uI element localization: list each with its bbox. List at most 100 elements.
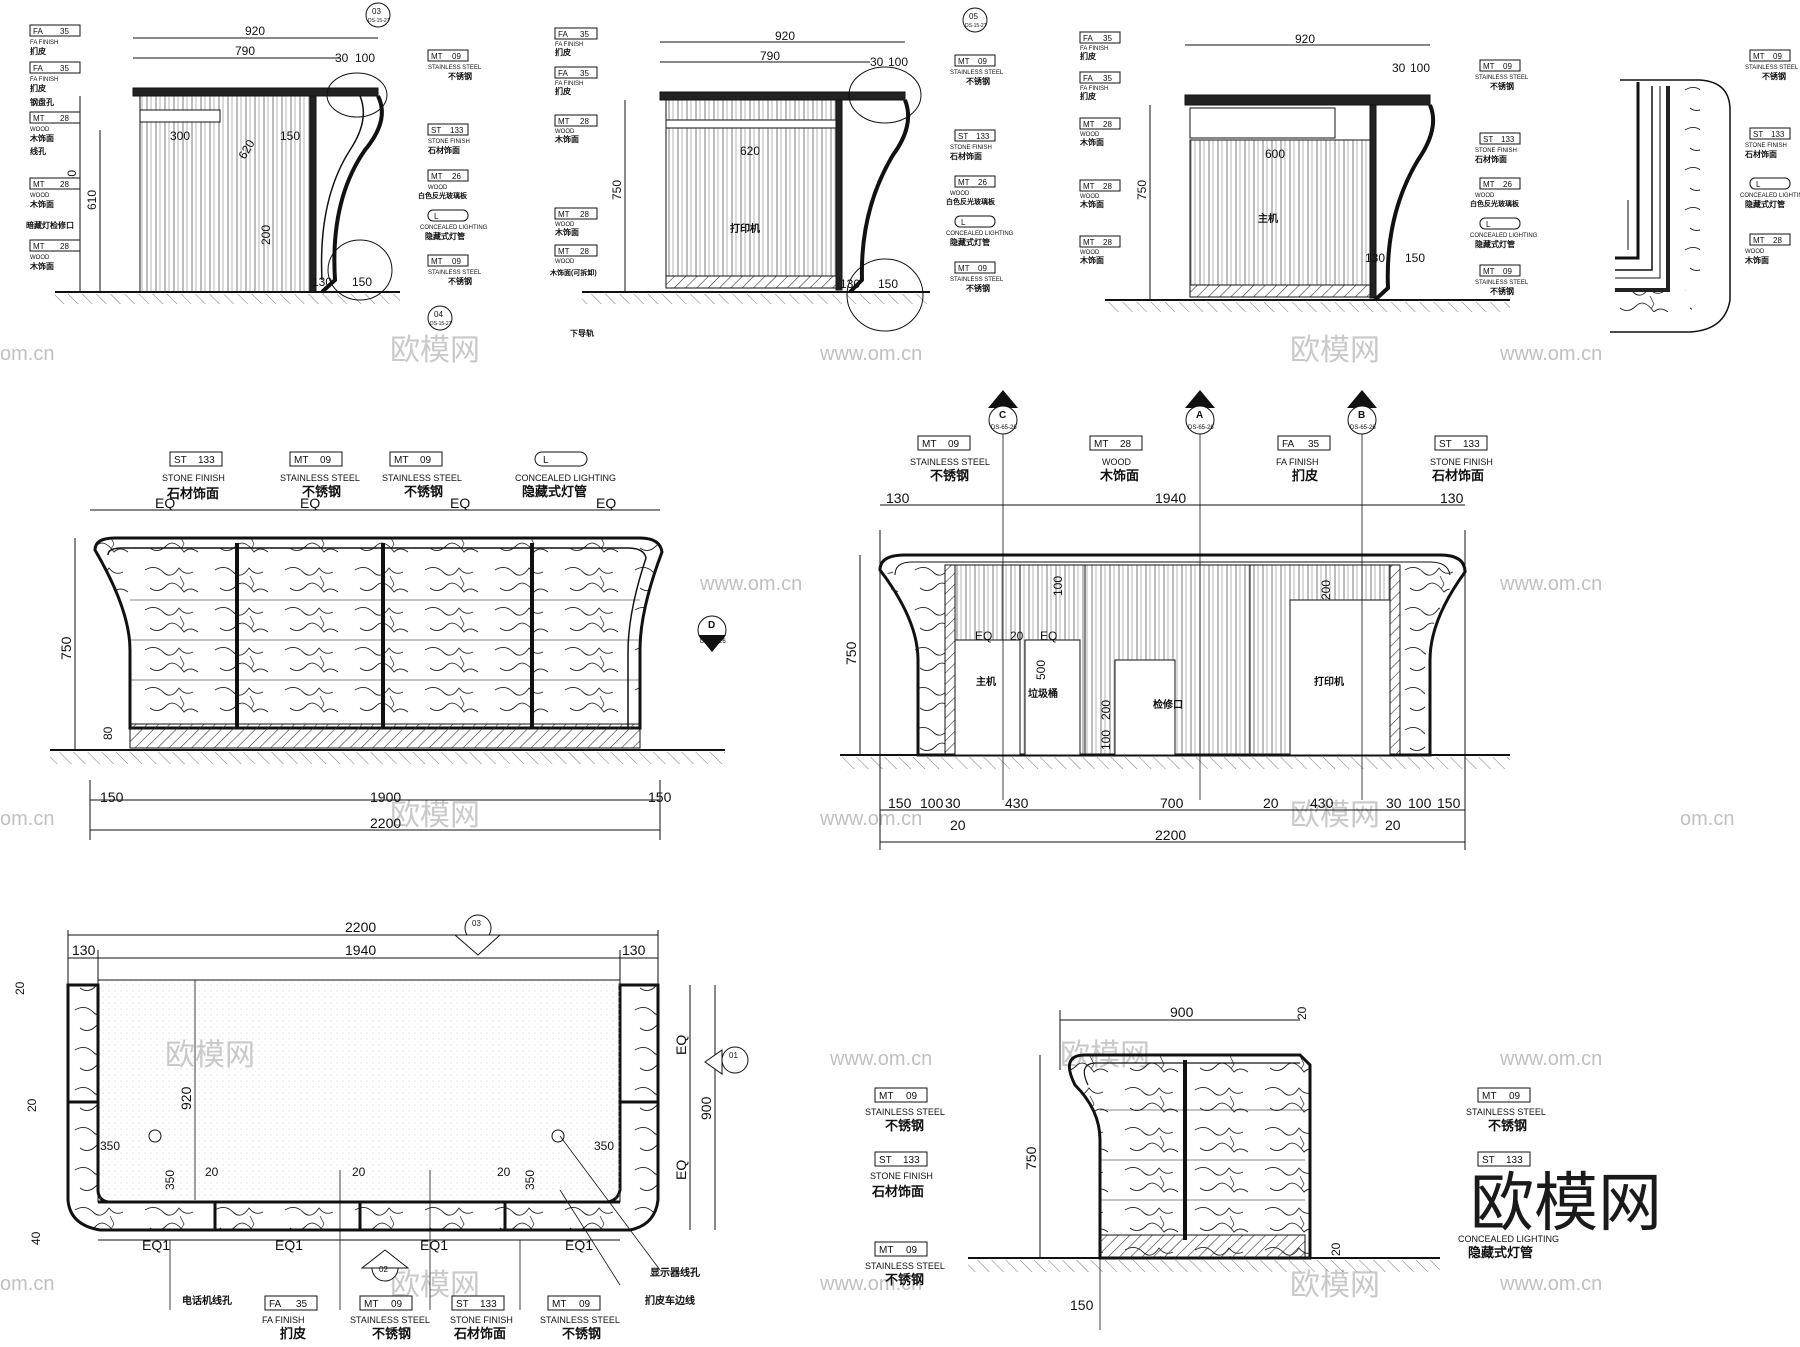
dim-value: 920 bbox=[178, 1086, 194, 1110]
dim-value: 100 bbox=[1408, 795, 1432, 811]
svg-text:CONCEALED LIGHTING: CONCEALED LIGHTING bbox=[1458, 1234, 1559, 1244]
cable-hole bbox=[551, 1129, 565, 1143]
svg-text:石材饰面: 石材饰面 bbox=[1474, 154, 1507, 164]
material-tag: L CONCEALED LIGHTING 隐藏式灯管 bbox=[946, 215, 1014, 247]
base bbox=[665, 275, 837, 289]
material-tag: MT 09 STAINLESS STEEL 不锈钢 bbox=[427, 49, 482, 81]
watermark-site: om.cn bbox=[0, 1273, 54, 1295]
svg-text:DS-65-26: DS-65-26 bbox=[991, 425, 1017, 431]
svg-text:26: 26 bbox=[978, 178, 987, 187]
callout-num: 05 bbox=[969, 12, 978, 21]
material-tag: MT 28 WOOD 木饰面 bbox=[29, 177, 81, 209]
curved-front bbox=[848, 99, 910, 294]
svg-text:不锈钢: 不锈钢 bbox=[302, 484, 341, 499]
svg-text:09: 09 bbox=[978, 57, 987, 66]
material-tag-lighting: L CONCEALED LIGHTING 隐藏式灯管 bbox=[515, 451, 616, 499]
dim-value: 150 bbox=[1070, 1297, 1094, 1313]
svg-text:扪皮: 扪皮 bbox=[555, 86, 571, 96]
dim-value: 20 bbox=[205, 1165, 219, 1179]
svg-text:FA FINISH: FA FINISH bbox=[1080, 86, 1108, 92]
svg-text:MT: MT bbox=[1094, 439, 1108, 450]
corner-detail bbox=[1610, 79, 1731, 333]
svg-text:MT: MT bbox=[1083, 238, 1095, 247]
svg-text:35: 35 bbox=[1308, 439, 1320, 450]
section-marker: 02 bbox=[360, 1249, 410, 1282]
material-tag-leather: FA 35 FA FINISH 扪皮 bbox=[1276, 435, 1331, 483]
svg-text:木饰面: 木饰面 bbox=[554, 134, 579, 144]
svg-text:28: 28 bbox=[60, 180, 69, 189]
svg-text:28: 28 bbox=[1120, 439, 1132, 450]
svg-text:WOOD: WOOD bbox=[1080, 194, 1100, 200]
svg-text:FA FINISH: FA FINISH bbox=[30, 77, 58, 83]
svg-text:133: 133 bbox=[1771, 130, 1785, 139]
dim-value: 790 bbox=[760, 49, 780, 63]
dim-value: 750 bbox=[843, 641, 859, 665]
svg-text:STONE FINISH: STONE FINISH bbox=[870, 1171, 933, 1181]
svg-text:28: 28 bbox=[60, 242, 69, 251]
svg-text:木饰面(可拆卸): 木饰面(可拆卸) bbox=[549, 268, 597, 277]
svg-text:白色反光玻璃板: 白色反光玻璃板 bbox=[946, 197, 996, 206]
svg-text:FA: FA bbox=[1083, 74, 1093, 83]
dim-value: 350 bbox=[523, 1170, 537, 1190]
svg-text:28: 28 bbox=[60, 114, 69, 123]
material-tag: ST 133 STONE FINISH 石材饰面 bbox=[1474, 132, 1521, 164]
dim-value: 1900 bbox=[370, 789, 401, 805]
svg-text:MT: MT bbox=[879, 1245, 893, 1256]
counter-top bbox=[132, 87, 379, 97]
dim-value: 130 bbox=[312, 275, 332, 289]
svg-text:MT: MT bbox=[879, 1091, 893, 1102]
material-tag: MT 28 WOOD 木饰面 bbox=[554, 207, 598, 237]
svg-text:MT: MT bbox=[431, 257, 443, 266]
label-trash: 垃圾桶 bbox=[1028, 687, 1058, 700]
svg-text:石材饰面: 石材饰面 bbox=[871, 1184, 924, 1199]
svg-text:09: 09 bbox=[1503, 267, 1512, 276]
dim-value: 100 bbox=[1099, 730, 1113, 750]
host-cabinet bbox=[954, 639, 1021, 756]
dim-value: 2200 bbox=[370, 815, 401, 831]
material-tag: MT 28 WOOD 木饰面(可拆卸) bbox=[549, 244, 598, 277]
svg-text:WOOD: WOOD bbox=[1745, 249, 1765, 255]
watermark-site: www.om.cn bbox=[819, 343, 922, 365]
dim-value: EQ bbox=[1040, 629, 1057, 643]
label: 暗藏灯检修口 bbox=[26, 220, 74, 230]
svg-text:MT: MT bbox=[431, 172, 443, 181]
svg-text:09: 09 bbox=[579, 1299, 591, 1310]
svg-text:MT: MT bbox=[1083, 120, 1095, 129]
svg-text:FA: FA bbox=[33, 27, 43, 36]
dim-value: 130 bbox=[1365, 251, 1385, 265]
counter-side-outline bbox=[1067, 1053, 1312, 1260]
svg-text:ST: ST bbox=[879, 1155, 892, 1166]
brand-logo: 欧模网 bbox=[1470, 1167, 1662, 1241]
svg-text:STAINLESS STEEL: STAINLESS STEEL bbox=[1745, 65, 1799, 71]
svg-text:不锈钢: 不锈钢 bbox=[930, 468, 969, 483]
svg-text:STAINLESS STEEL: STAINLESS STEEL bbox=[910, 457, 990, 467]
dim-value: EQ bbox=[673, 1160, 689, 1180]
svg-text:ST: ST bbox=[958, 132, 968, 141]
section-1 bbox=[55, 37, 400, 304]
svg-text:28: 28 bbox=[580, 117, 589, 126]
section-marker-a: A DS-65-26 bbox=[1185, 390, 1215, 435]
dim-value: 30 bbox=[1392, 61, 1406, 75]
svg-text:扪皮: 扪皮 bbox=[1080, 91, 1096, 101]
material-tag: MT 09 STAINLESS STEEL 不锈钢 bbox=[427, 254, 482, 286]
dim-value: 30 bbox=[1386, 795, 1402, 811]
dim-value: 500 bbox=[1034, 660, 1048, 680]
label: 下导轨 bbox=[570, 328, 594, 338]
label: 钢盘孔 bbox=[30, 97, 54, 107]
watermark-brand: 欧模网 bbox=[1290, 333, 1380, 368]
svg-text:FA FINISH: FA FINISH bbox=[555, 42, 583, 48]
material-tag: ST 133 STONE FINISH 石材饰面 bbox=[1744, 127, 1791, 159]
dim-value: 2200 bbox=[1155, 827, 1186, 843]
dim-value: 600 bbox=[1265, 147, 1285, 161]
svg-text:09: 09 bbox=[948, 439, 960, 450]
material-tag: L CONCEALED LIGHTING 隐藏式灯管 bbox=[420, 209, 488, 241]
dim-value: EQ1 bbox=[420, 1237, 448, 1253]
svg-text:MT: MT bbox=[1753, 236, 1765, 245]
svg-text:扪皮: 扪皮 bbox=[280, 1326, 306, 1341]
dim-value: 920 bbox=[1295, 32, 1315, 46]
dim-value: 130 bbox=[72, 942, 96, 958]
svg-text:03: 03 bbox=[472, 919, 481, 928]
svg-text:28: 28 bbox=[1103, 238, 1112, 247]
watermark-site: www.om.cn bbox=[1499, 343, 1602, 365]
svg-text:MT: MT bbox=[958, 57, 970, 66]
